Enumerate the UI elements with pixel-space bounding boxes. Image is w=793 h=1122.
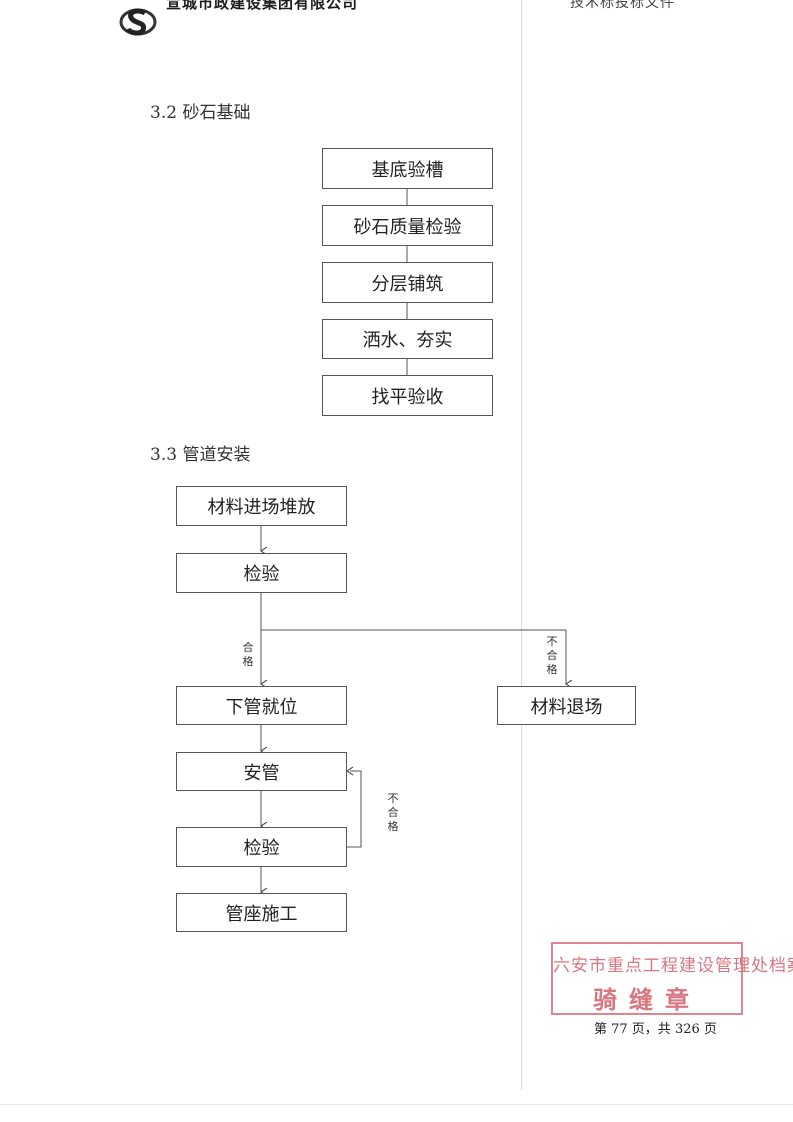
company-logo-icon [119,8,157,36]
section-3-3-title: 3.3 管道安装 [150,445,251,465]
stamp-line-2: 骑缝章 [593,985,701,1014]
step-level-acceptance: 找平验收 [322,375,493,416]
step-pipe-install: 安管 [176,752,347,791]
header-company-name: 宣城市政建设集团有限公司 [166,0,359,12]
step-inspection-1: 检验 [176,553,347,593]
stamp-line-1: 六安市重点工程建设管理处档案室 [553,956,793,976]
step-pipe-base-construction: 管座施工 [176,893,347,932]
step-material-exit: 材料退场 [497,686,636,725]
section-3-2-title: 3.2 砂石基础 [150,103,251,123]
fail-label-1: 不合格 [546,635,558,676]
binding-margin-line [521,0,522,1090]
header-document-type: 技术标投标文件 [570,0,675,11]
step-inspection-2: 检验 [176,827,347,867]
page-number: 第 77 页，共 326 页 [594,1022,717,1037]
step-water-compact: 洒水、夯实 [322,319,493,359]
step-base-trench-inspection: 基底验槽 [322,148,493,189]
step-gravel-quality-check: 砂石质量检验 [322,205,493,246]
pass-label: 合格 [242,641,254,668]
step-layered-paving: 分层铺筑 [322,262,493,303]
seal-stamp: 六安市重点工程建设管理处档案室 骑缝章 [551,942,793,1015]
page-bottom-line [0,1104,793,1105]
fail-label-2: 不合格 [387,792,399,833]
step-pipe-placement: 下管就位 [176,686,347,725]
step-material-entry: 材料进场堆放 [176,486,347,526]
